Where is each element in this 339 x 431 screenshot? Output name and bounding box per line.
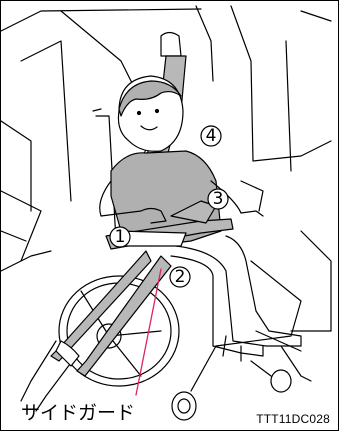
callout-1-label: 1 [115, 227, 126, 247]
callout-2-label: 2 [175, 267, 186, 287]
callout-2: 2 [170, 267, 190, 287]
wheelchair-frame [93, 109, 311, 391]
callout-1: 1 [110, 227, 130, 247]
callout-3: 3 [208, 189, 228, 209]
figure-code: TTT11DC028 [256, 412, 330, 426]
callout-4-label: 4 [206, 126, 217, 146]
side-guard-label: サイドガード [21, 398, 135, 425]
callout-4: 4 [201, 126, 221, 146]
callout-3-label: 3 [213, 189, 224, 209]
